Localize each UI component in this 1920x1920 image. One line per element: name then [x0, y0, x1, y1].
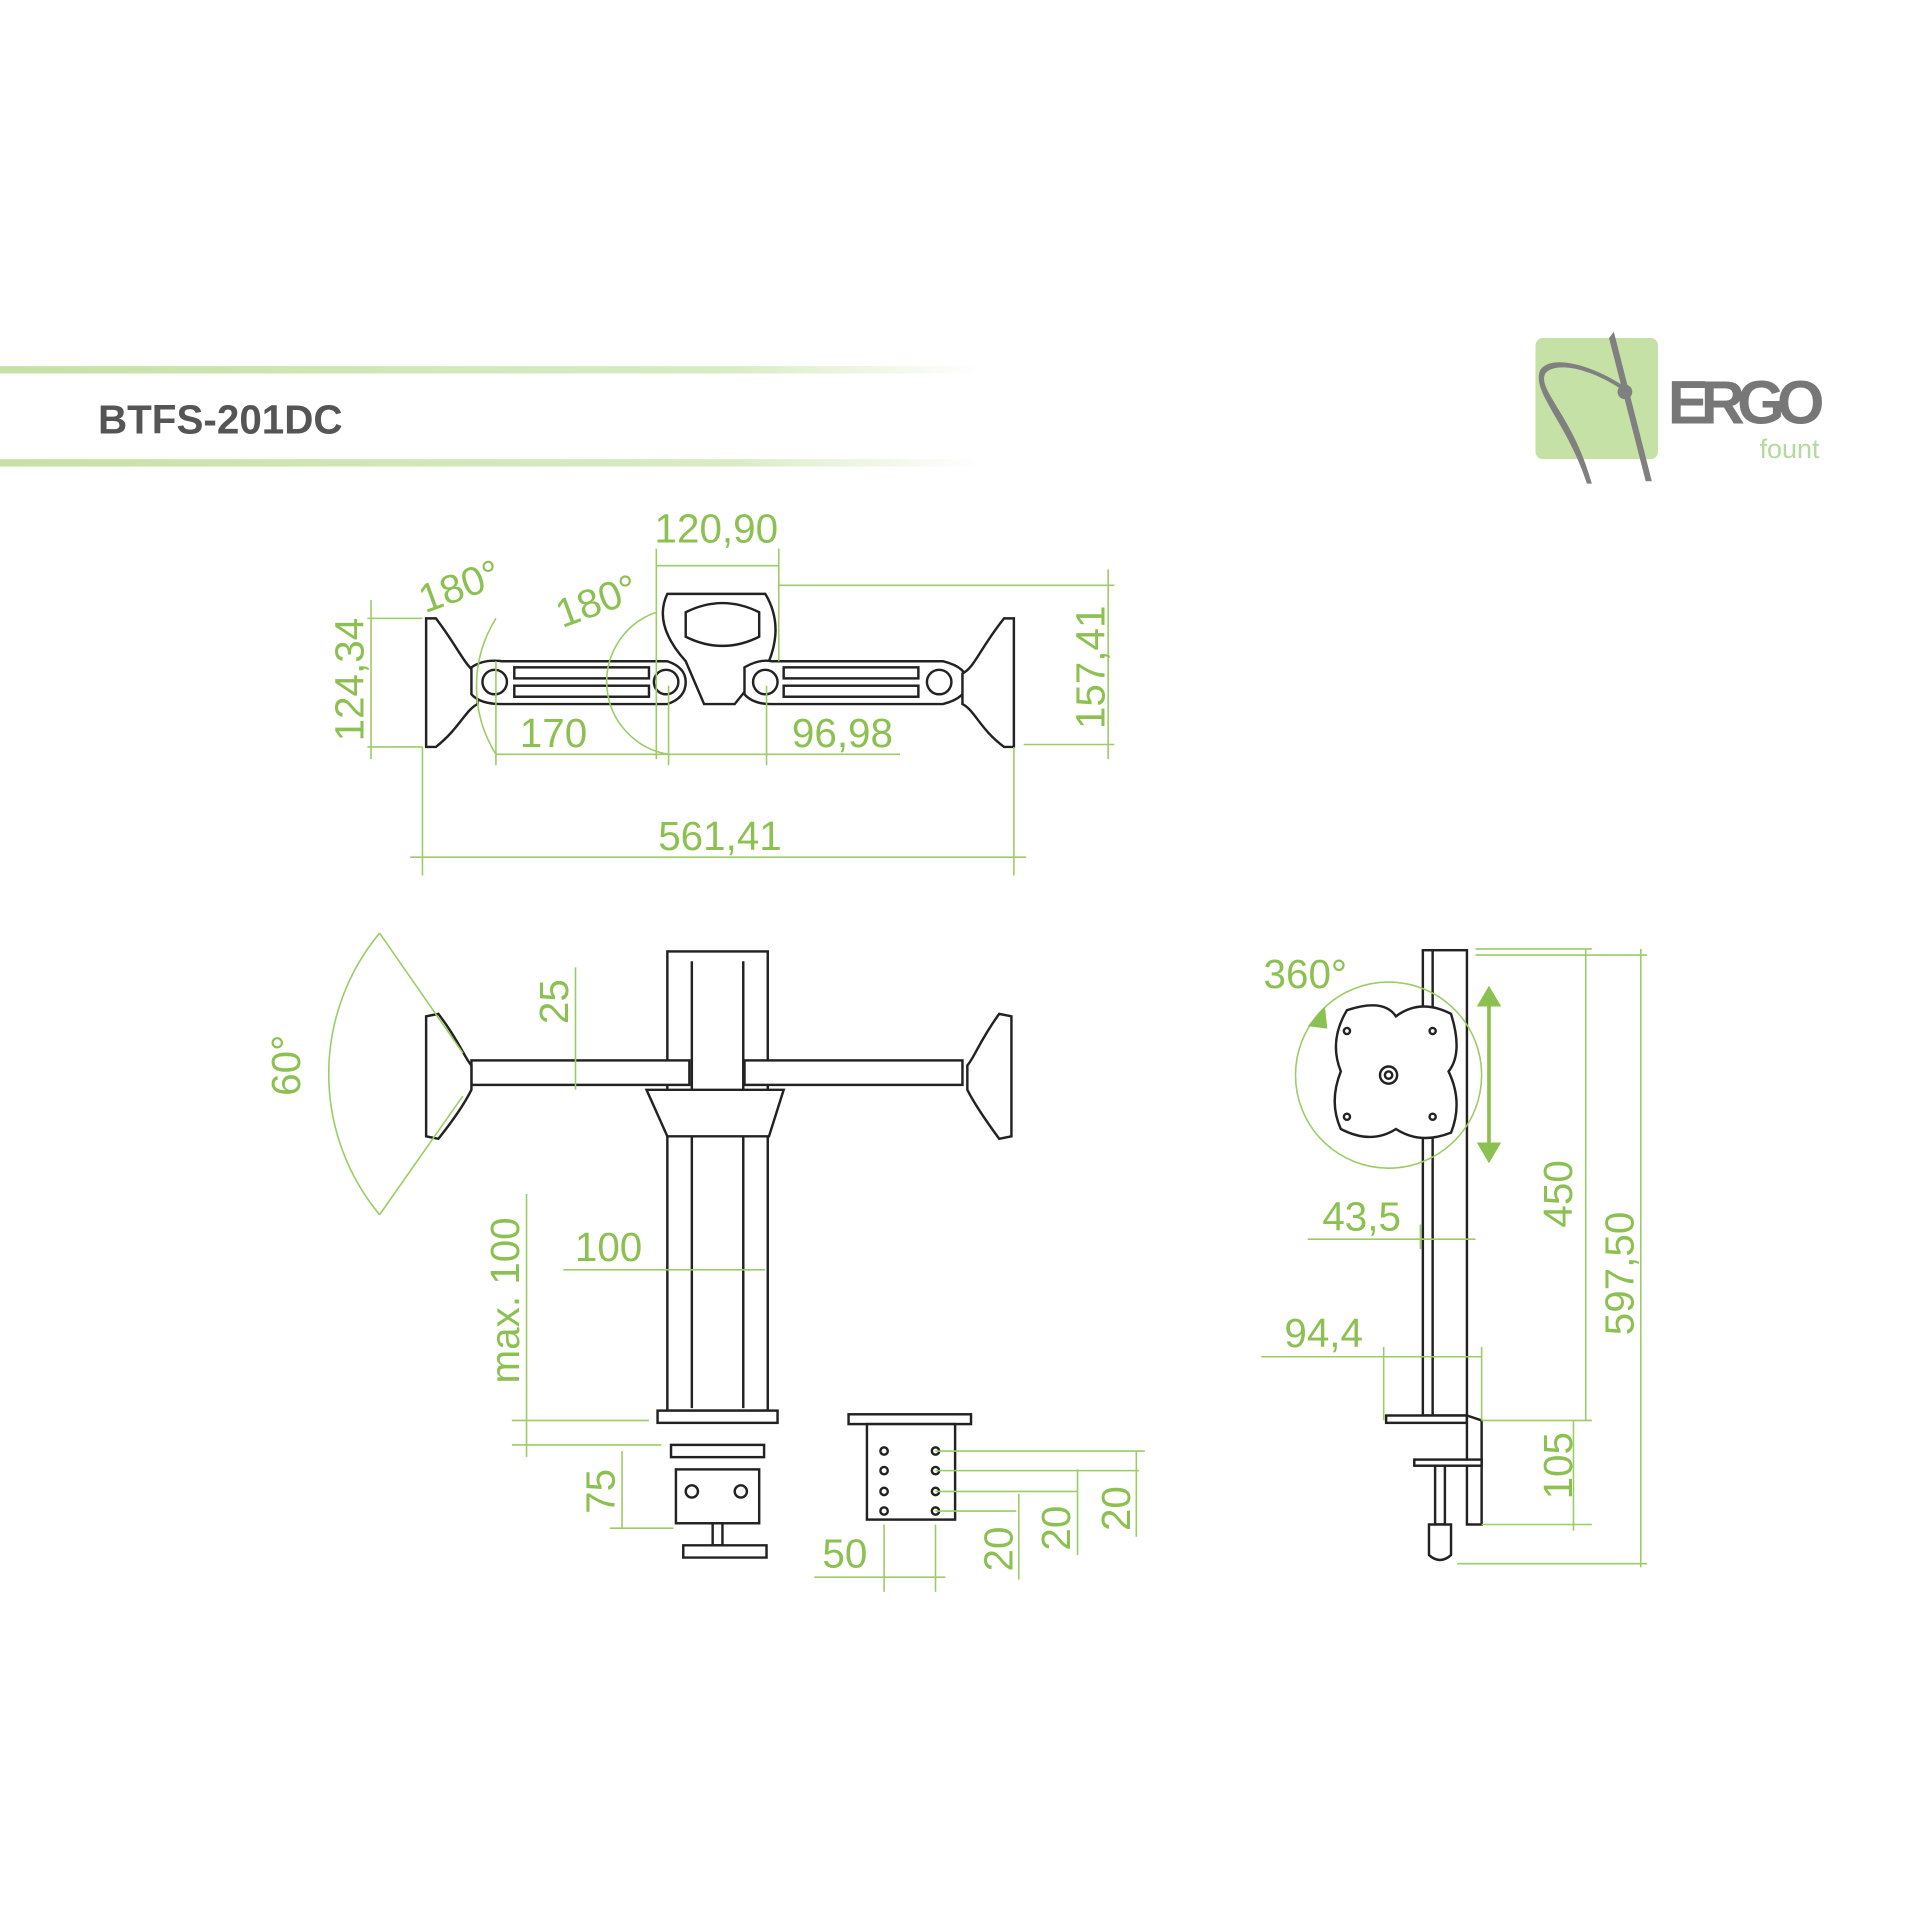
top-view-drawing [424, 592, 1016, 749]
dim-height-adjust: 450 [1535, 1160, 1581, 1227]
dim-angle-left: 180° [412, 550, 506, 622]
dim-pole-width: 100 [575, 1224, 642, 1270]
dim-max-thickness: max. 100 [482, 1217, 528, 1383]
dim-clamp-depth: 94,4 [1284, 1310, 1363, 1356]
model-title: BTFS-201DC [98, 396, 343, 442]
dim-pole-depth: 43,5 [1322, 1194, 1401, 1240]
logo-brand: ERGO [1668, 369, 1825, 437]
dim-hole-2: 20 [1033, 1506, 1079, 1551]
dim-tilt: 60° [263, 1035, 309, 1096]
dim-hole-3: 20 [1093, 1486, 1139, 1531]
header-rule-top [0, 366, 980, 374]
height-adjust-arrow-icon [1476, 985, 1502, 1164]
header-rule-bottom [0, 459, 980, 467]
logo-sub: fount [1760, 434, 1820, 464]
rotation-arrow-icon [1307, 1006, 1328, 1029]
dim-arm-right: 96,98 [792, 710, 893, 756]
ergofount-logo: ERGO fount [1535, 331, 1825, 484]
dim-plate-height: 124,34 [327, 618, 373, 742]
top-view-dimension-lines [367, 548, 1115, 876]
dim-angle-center: 180° [549, 565, 643, 637]
side-view-drawing [1333, 948, 1483, 1562]
dim-total-depth: 157,41 [1067, 606, 1113, 730]
dim-clamp-range: 105 [1535, 1432, 1581, 1499]
dim-clamp-height: 75 [578, 1469, 624, 1514]
dim-center-width: 120,90 [655, 505, 779, 551]
dim-total-height: 597,50 [1596, 1212, 1642, 1336]
dim-rotation: 360° [1264, 951, 1348, 997]
dim-grommet-width: 50 [822, 1530, 867, 1576]
dim-arm-left: 170 [520, 710, 587, 756]
front-view-dimension-lines [328, 932, 1145, 1592]
dim-offset-top: 25 [531, 979, 577, 1024]
dim-total-width: 561,41 [658, 813, 782, 859]
side-view-dimension-lines [1261, 948, 1647, 1568]
front-view-drawing [424, 950, 1013, 1559]
dim-hole-1: 20 [976, 1527, 1022, 1572]
